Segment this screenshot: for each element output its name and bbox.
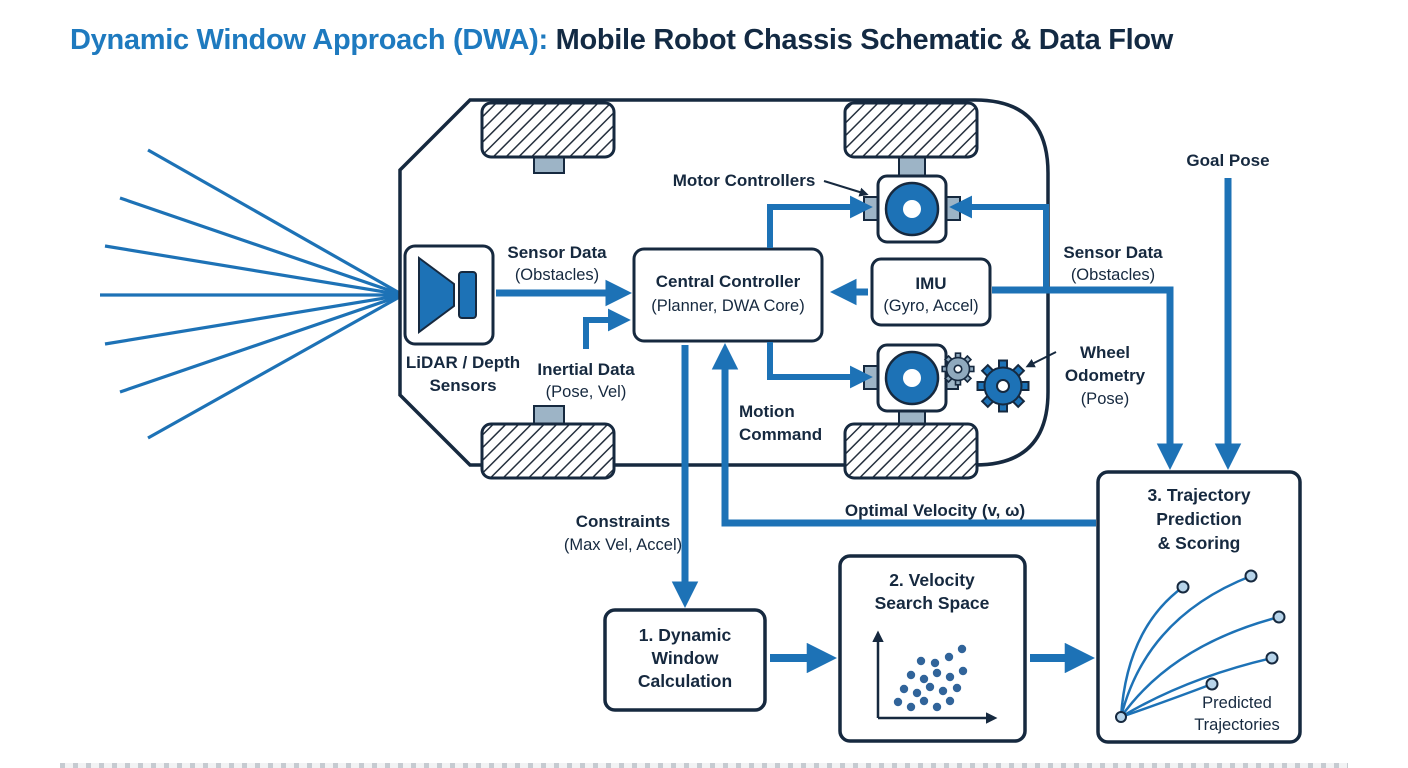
page-title: Dynamic Window Approach (DWA): Mobile Ro… — [70, 24, 1173, 57]
wheel-odometry-label: Odometry — [1065, 366, 1146, 385]
wheel-front-left — [480, 101, 616, 174]
motor-controller-top — [863, 174, 961, 244]
trajectory-box — [1096, 470, 1302, 744]
step1-label: Calculation — [638, 671, 732, 691]
arrow-controller-to-bottom-motor — [767, 342, 873, 389]
lidar-sensor — [403, 244, 495, 346]
velocity-search-box — [838, 554, 1027, 743]
predicted-trajectories-label: Trajectories — [1194, 716, 1280, 734]
imu-label: IMU — [915, 274, 946, 293]
arrow-inertial-data — [583, 308, 631, 349]
sensor-data-left-label: Sensor Data — [507, 243, 607, 262]
arrow-controller-to-top-motor — [767, 195, 873, 248]
sensor-data-right-label: Sensor Data — [1063, 243, 1163, 262]
step3-label: Prediction — [1156, 509, 1242, 529]
arrow-to-top-motor-right — [949, 195, 1049, 292]
step3-label: & Scoring — [1158, 533, 1241, 553]
step2-label: 2. Velocity — [889, 570, 975, 590]
cropped-caption-strip — [60, 763, 1348, 768]
constraints-sublabel: (Max Vel, Accel) — [564, 536, 682, 554]
step2-label: Search Space — [875, 593, 990, 613]
trajectory-endpoints — [1115, 569, 1286, 723]
page-title-accent: Dynamic Window Approach (DWA): — [70, 24, 548, 56]
wheel-odometry-label: Wheel — [1080, 343, 1130, 362]
trajectory-curves — [1119, 574, 1280, 719]
page-title-rest: Mobile Robot Chassis Schematic & Data Fl… — [547, 24, 1174, 56]
arrow-optimal-velocity-motion-command — [711, 343, 1096, 527]
lidar-label: Sensors — [429, 376, 496, 395]
inertial-data-label: Inertial Data — [537, 360, 635, 379]
wheel-odometry-sublabel: (Pose) — [1081, 390, 1130, 408]
central-controller-sublabel: (Planner, DWA Core) — [651, 297, 804, 315]
imu-sublabel: (Gyro, Accel) — [883, 297, 978, 315]
motion-command-label: Command — [739, 425, 822, 444]
gear-icon-large — [976, 359, 1030, 413]
inertial-data-sublabel: (Pose, Vel) — [546, 383, 627, 401]
imu-box — [870, 257, 992, 327]
central-controller-box — [632, 247, 824, 343]
motor-icon — [884, 350, 940, 406]
optimal-velocity-label: Optimal Velocity (v, ω) — [845, 501, 1025, 520]
velocity-scatter-plot — [872, 630, 998, 724]
lidar-rays — [100, 148, 404, 440]
lidar-icon — [418, 256, 477, 334]
step1-label: Window — [652, 648, 719, 668]
central-controller-label: Central Controller — [656, 272, 801, 291]
scatter-dots — [893, 644, 968, 712]
sensor-data-right-sublabel: (Obstacles) — [1071, 266, 1155, 284]
motor-controllers-pointer-line — [823, 180, 869, 197]
wheel-rear-left — [480, 405, 616, 480]
arrow-sensor-data-to-trajectory — [992, 286, 1184, 470]
constraints-label: Constraints — [576, 512, 670, 531]
flow-arrows — [496, 178, 1242, 674]
goal-pose-label: Goal Pose — [1186, 151, 1269, 170]
lidar-label: LiDAR / Depth — [406, 353, 520, 372]
motion-command-label: Motion — [739, 402, 795, 421]
motor-controllers-label: Motor Controllers — [673, 171, 816, 190]
trajectory-fan — [1115, 569, 1286, 723]
gear-icon-small — [941, 352, 975, 386]
sensor-data-left-sublabel: (Obstacles) — [515, 266, 599, 284]
dynamic-window-box — [603, 608, 767, 712]
step1-label: 1. Dynamic — [639, 625, 732, 645]
predicted-trajectories-label: Predicted — [1202, 694, 1272, 712]
motor-controller-bottom — [863, 343, 959, 413]
step3-label: 3. Trajectory — [1147, 485, 1250, 505]
wheel-front-right — [843, 101, 979, 179]
wheel-odometry-pointer-line — [1025, 351, 1057, 368]
motor-icon — [884, 181, 940, 237]
